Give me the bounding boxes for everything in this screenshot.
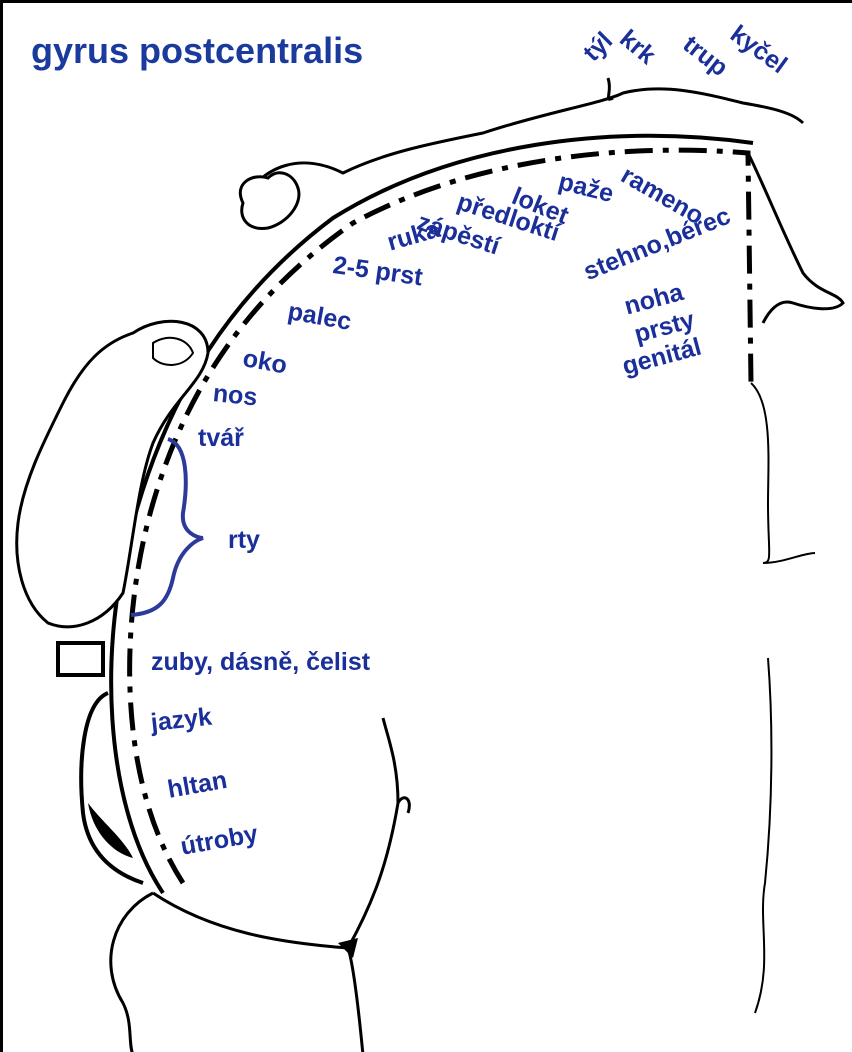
- sensory-homunculus-drawing: [3, 3, 852, 1052]
- lower-brain-outline: [111, 893, 153, 1052]
- sulcus-bottom: [153, 893, 363, 1052]
- medial-line-lower: [755, 658, 771, 1013]
- medial-line: [751, 383, 815, 563]
- label-nos: nos: [212, 381, 259, 411]
- homunculus-hand: [240, 173, 299, 229]
- homunculus-face: [17, 321, 208, 626]
- homunculus-leg: [748, 153, 843, 323]
- label-jazyk: jazyk: [150, 705, 213, 736]
- sulcus-top-branch: [383, 718, 398, 803]
- page-title: gyrus postcentralis: [31, 33, 363, 69]
- sulcus-branch: [348, 798, 409, 948]
- label-zuby: zuby, dásně, čelist: [151, 650, 370, 675]
- teeth-block: [58, 643, 103, 675]
- label-rty: rty: [228, 528, 260, 553]
- label-tvar: tvář: [198, 426, 244, 451]
